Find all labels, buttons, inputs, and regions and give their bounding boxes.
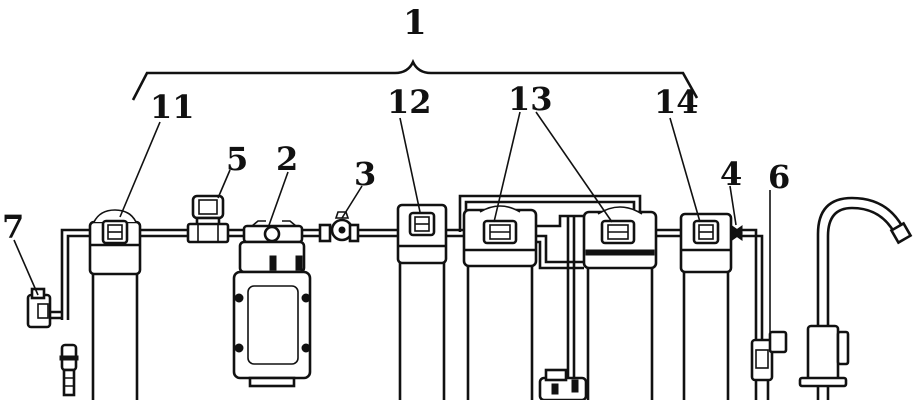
filter-cartridge-12 bbox=[396, 203, 448, 400]
filter-cartridge-11 bbox=[88, 209, 142, 400]
leader-lines bbox=[13, 111, 771, 332]
check-valve-3 bbox=[318, 211, 360, 243]
filter-cartridges-13 bbox=[458, 194, 658, 400]
label-3: 3 bbox=[354, 155, 376, 193]
label-14: 14 bbox=[654, 83, 699, 121]
pressure-switch-5 bbox=[186, 194, 230, 244]
label-12: 12 bbox=[387, 83, 432, 121]
pump-2 bbox=[232, 220, 312, 388]
label-7: 7 bbox=[2, 208, 24, 246]
filter-cartridge-14 bbox=[679, 212, 733, 400]
system-bracket bbox=[131, 58, 699, 101]
drain-fitting bbox=[59, 343, 79, 397]
inlet-valve-7 bbox=[26, 287, 62, 329]
label-13: 13 bbox=[508, 80, 553, 118]
faucet bbox=[798, 196, 913, 400]
booster-pump bbox=[538, 368, 588, 400]
label-4: 4 bbox=[720, 155, 742, 193]
label-1: 1 bbox=[403, 3, 427, 43]
label-2: 2 bbox=[276, 140, 298, 178]
label-11: 11 bbox=[150, 88, 195, 126]
label-5: 5 bbox=[226, 140, 248, 178]
sensor-6 bbox=[750, 330, 788, 400]
valve-4 bbox=[731, 225, 743, 241]
label-6: 6 bbox=[768, 158, 790, 196]
